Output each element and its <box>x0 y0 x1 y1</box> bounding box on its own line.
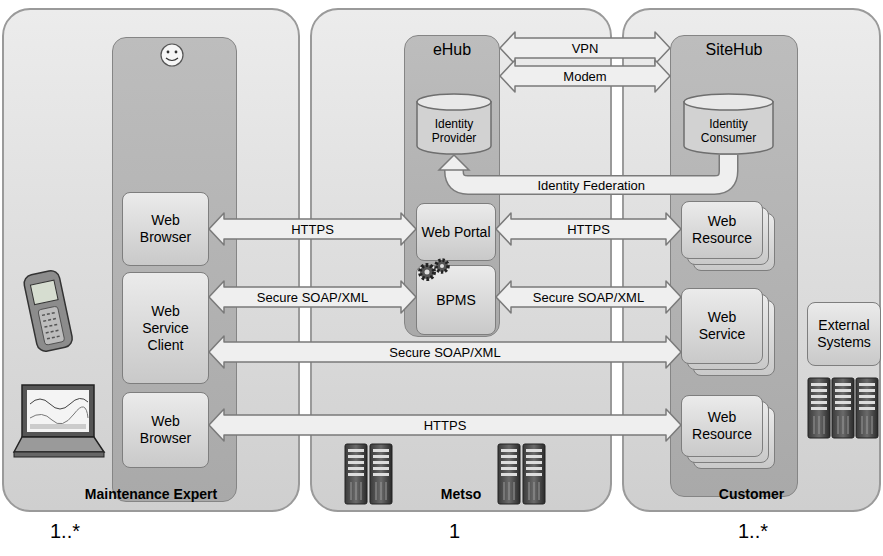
connector-label: Secure SOAP/XML <box>386 345 503 360</box>
mobile-phone <box>22 269 73 353</box>
box-label: Web Browser <box>127 413 204 447</box>
hub-band: SiteHubIdentity ConsumerWeb ResourceWeb … <box>670 35 798 497</box>
stack-label: Web Resource <box>686 213 758 247</box>
panel-label: Customer <box>719 486 784 502</box>
box-label: Web Service Client <box>127 303 204 354</box>
connector-label: VPN <box>569 41 602 56</box>
block-arrow <box>209 409 681 441</box>
stacked-box: Web Resource <box>681 395 763 457</box>
multiplicity-label: 1..* <box>50 520 80 543</box>
box-label: Web Portal <box>422 224 491 241</box>
connector-label: Identity Federation <box>534 178 648 193</box>
server-towers <box>345 378 878 504</box>
component-box: Web Browser <box>122 392 209 468</box>
connector-label: HTTPS <box>564 222 613 237</box>
panel-label: Maintenance Expert <box>85 486 217 502</box>
component-box: Web Portal <box>416 203 496 261</box>
cyl-label: Identity Provider <box>419 117 489 145</box>
component-box: Web Service Client <box>122 272 209 384</box>
connector-label: Modem <box>560 69 609 84</box>
panel-label: Metso <box>441 486 481 502</box>
stack-label: Web Resource <box>686 409 758 443</box>
block-arrow <box>500 32 670 64</box>
store-cylinder: Identity Consumer <box>683 93 774 155</box>
stack-label: Web Service <box>686 309 758 343</box>
cyl-label: Identity Consumer <box>686 117 771 145</box>
user-smiley <box>161 44 183 66</box>
block-arrow <box>439 155 729 185</box>
block-arrow <box>500 60 670 92</box>
box-label: BPMS <box>436 292 476 309</box>
box-label: Web Browser <box>127 212 204 246</box>
component-box: Web Browser <box>122 192 209 266</box>
store-cylinder: Identity Provider <box>416 93 492 155</box>
connector-label: Secure SOAP/XML <box>530 290 647 305</box>
gears <box>420 260 448 279</box>
connector-label: Secure SOAP/XML <box>254 290 371 305</box>
laptop <box>14 385 104 457</box>
connector-label: HTTPS <box>421 418 470 433</box>
stacked-box: Web Resource <box>681 201 763 259</box>
block-arrow <box>209 213 416 245</box>
block-arrow <box>496 213 681 245</box>
block-arrow <box>209 281 416 313</box>
box-label: External Systems <box>812 317 876 351</box>
multiplicity-label: 1 <box>449 520 460 543</box>
connector-label: HTTPS <box>288 222 337 237</box>
stacked-box: Web Service <box>681 288 763 364</box>
multiplicity-label: 1..* <box>738 520 768 543</box>
band-label: SiteHub <box>706 41 763 59</box>
block-arrow <box>496 281 681 313</box>
block-arrow <box>209 336 681 368</box>
component-box: External Systems <box>807 302 881 366</box>
band-label: eHub <box>433 41 471 59</box>
